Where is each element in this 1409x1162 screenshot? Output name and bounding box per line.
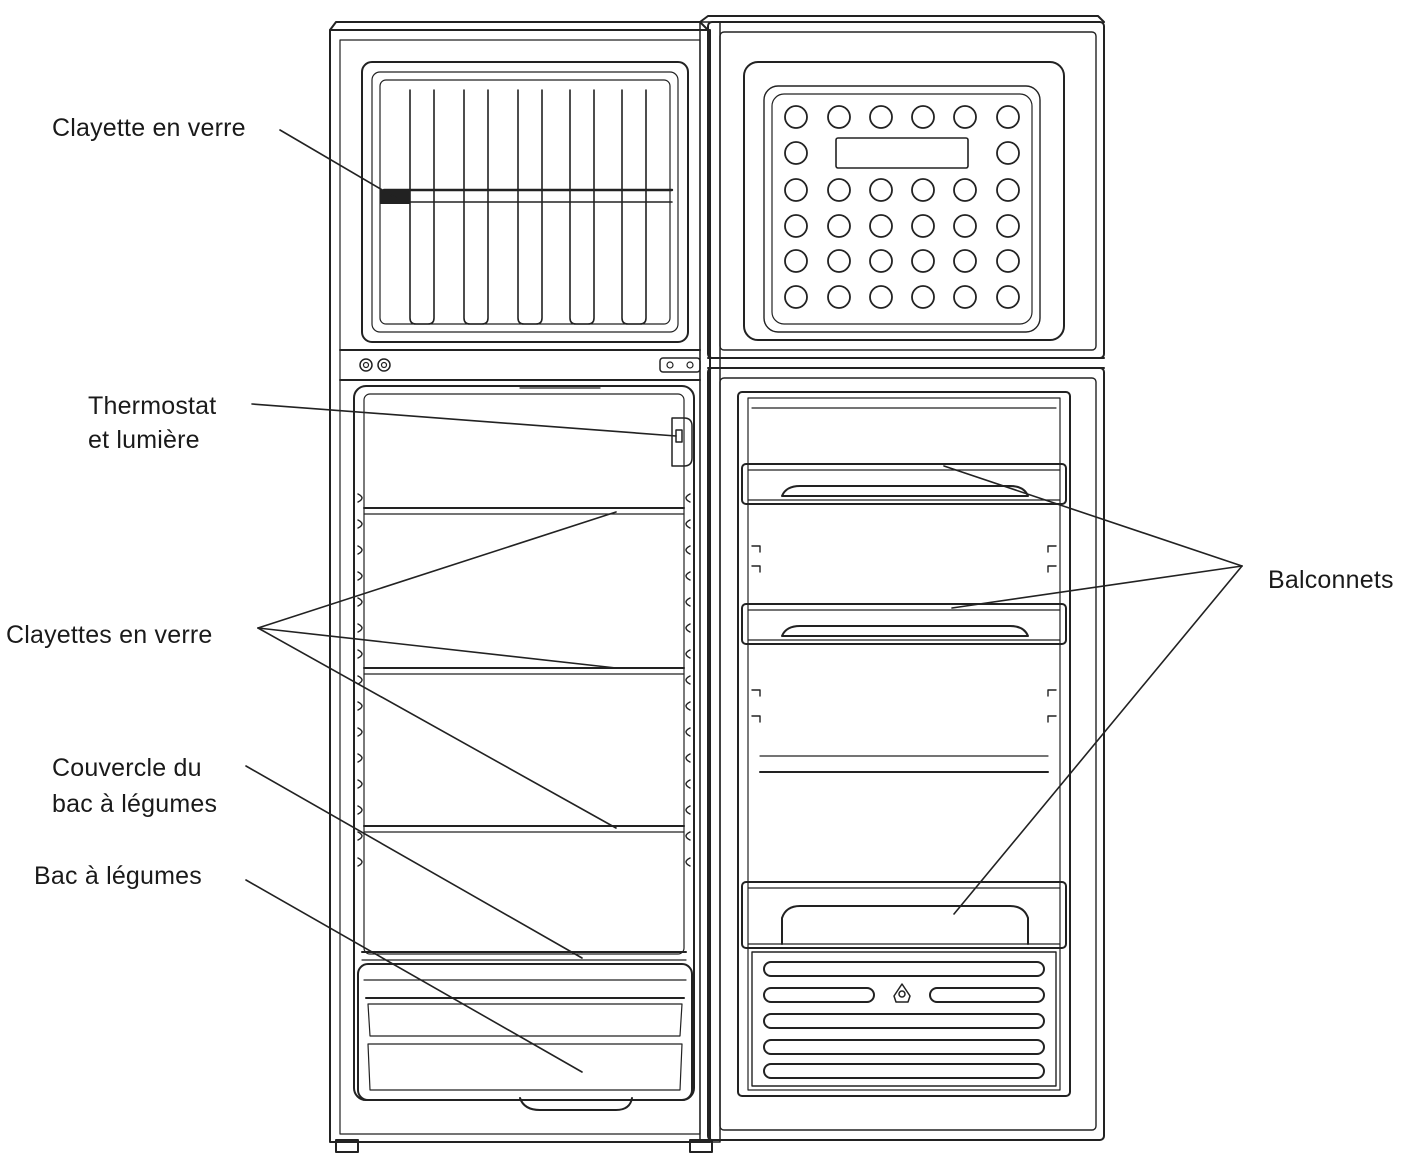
leader-clayettes-1 (257, 511, 617, 629)
divider-band (339, 349, 701, 381)
ice-cell (911, 249, 935, 273)
ice-cell (869, 105, 893, 129)
ice-cell (827, 178, 851, 202)
leader-thermostat (251, 403, 677, 437)
right-shelf-supports (685, 493, 691, 867)
label-thermostat: Thermostat (88, 392, 217, 420)
grille-logo-icon (893, 983, 911, 1003)
ice-cell (996, 214, 1020, 238)
ice-cell (784, 285, 808, 309)
leader-clayettes-2 (257, 627, 617, 669)
glass-shelf-3 (363, 825, 685, 833)
leader-bac (245, 879, 583, 1073)
leader-clayettes-3 (257, 627, 617, 829)
ice-cell (784, 141, 808, 165)
left-shelf-supports (357, 493, 363, 867)
ice-cell (953, 178, 977, 202)
glass-shelf-2 (363, 667, 685, 675)
leader-balconnets-1 (943, 465, 1243, 567)
ice-cell (784, 178, 808, 202)
label-bac-a-legumes-line2: bac à légumes (52, 790, 218, 818)
ice-cell (996, 285, 1020, 309)
ice-cell (996, 178, 1020, 202)
ice-cell (869, 249, 893, 273)
crisper-drawer (357, 963, 693, 1111)
label-clayettes-en-verre: Clayettes en verre (6, 621, 213, 649)
ice-cell (953, 249, 977, 273)
label-bac-a-legumes: Bac à légumes (34, 862, 202, 890)
ice-cell (827, 214, 851, 238)
ice-cell (869, 178, 893, 202)
glass-shelf-1 (363, 507, 685, 515)
ice-cell (911, 178, 935, 202)
leader-balconnets-2 (951, 565, 1243, 609)
door-balcony-3 (741, 881, 1067, 949)
ice-cell (953, 285, 977, 309)
ice-cell (911, 285, 935, 309)
leader-couvercle (245, 765, 583, 959)
ice-cell (784, 105, 808, 129)
callout-lines (245, 129, 1243, 1073)
ice-tray-cells (784, 105, 1020, 309)
fridge-compartment (353, 385, 695, 1101)
label-balconnets: Balconnets (1268, 566, 1394, 594)
crisper-cover (361, 951, 687, 961)
freezer-door (699, 15, 1105, 359)
door-gap (707, 357, 1105, 369)
freezer-rack (382, 89, 674, 325)
ice-cell (996, 249, 1020, 273)
bottom-grille (751, 951, 1057, 1087)
ice-cell (869, 285, 893, 309)
ice-cell (827, 105, 851, 129)
ice-cell (953, 214, 977, 238)
ice-cell (911, 214, 935, 238)
ice-cell (869, 214, 893, 238)
label-couvercle-du: Couvercle du (52, 754, 202, 782)
ice-cell (996, 141, 1020, 165)
leader-clayette-freezer (279, 129, 397, 199)
ice-cell (784, 249, 808, 273)
cabinet-body (329, 21, 713, 1153)
ice-cell (784, 214, 808, 238)
ice-cell (996, 105, 1020, 129)
fridge-door (707, 367, 1105, 1141)
door-balcony-1 (741, 463, 1067, 505)
thermostat-light-box (671, 417, 693, 467)
label-et-lumiere: et lumière (88, 426, 200, 454)
ice-cell (953, 105, 977, 129)
ice-cell (827, 285, 851, 309)
label-clayette-en-verre: Clayette en verre (52, 114, 246, 142)
ice-cell (911, 105, 935, 129)
door-balcony-2 (741, 603, 1067, 645)
leader-balconnets-3 (953, 565, 1243, 915)
door-notches (751, 545, 1057, 723)
ice-cell (827, 249, 851, 273)
